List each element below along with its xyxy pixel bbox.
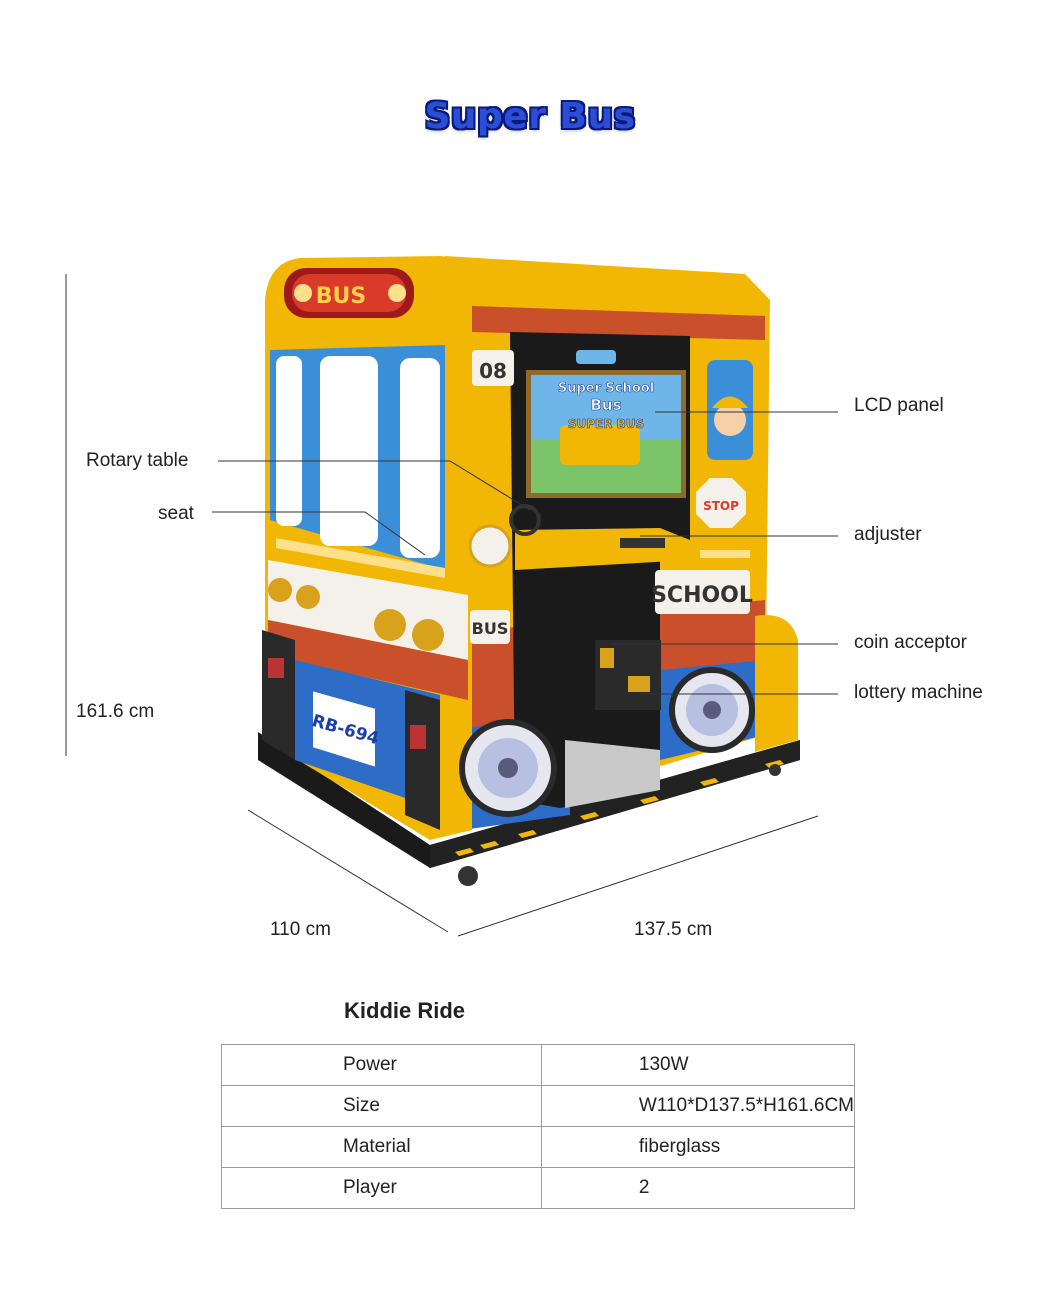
callout-lcd-panel: LCD panel bbox=[854, 395, 944, 416]
dimension-height: 161.6 cm bbox=[76, 701, 155, 722]
dimension-lines bbox=[65, 274, 819, 937]
table-row: Power 130W bbox=[221, 1044, 856, 1086]
table-row: Player 2 bbox=[221, 1167, 856, 1209]
callout-seat: seat bbox=[158, 503, 194, 524]
leader-lines bbox=[212, 411, 838, 695]
spec-key: Player bbox=[221, 1167, 542, 1209]
side-bus-label: BUS bbox=[472, 619, 509, 638]
screen-title-1: Super School bbox=[558, 381, 654, 396]
spec-value: fiberglass bbox=[541, 1126, 856, 1168]
callout-coin-acceptor: coin acceptor bbox=[854, 632, 968, 653]
spec-table: Power 130W Size W110*D137.5*H161.6CM Mat… bbox=[221, 1044, 856, 1209]
roof-sign-text: BUS bbox=[316, 284, 366, 309]
callout-adjuster: adjuster bbox=[854, 524, 922, 545]
dimension-depth: 137.5 cm bbox=[634, 919, 713, 940]
callout-rotary-table: Rotary table bbox=[86, 450, 189, 471]
bus-number-text: 08 bbox=[479, 359, 507, 383]
spec-value: 130W bbox=[541, 1044, 856, 1086]
screen-title-3: SUPER BUS bbox=[568, 417, 644, 431]
dimension-width: 110 cm bbox=[270, 919, 331, 940]
spec-key: Material bbox=[221, 1126, 542, 1168]
callout-lottery-machine: lottery machine bbox=[854, 682, 983, 703]
base-platform bbox=[258, 732, 800, 886]
stop-sign-text: STOP bbox=[703, 499, 739, 513]
table-row: Size W110*D137.5*H161.6CM bbox=[221, 1085, 856, 1127]
super-bus-machine-illustration: Super School Bus SUPER BUS BUS RB-694 08 bbox=[65, 256, 838, 937]
headlights bbox=[268, 578, 444, 651]
spec-key: Size bbox=[221, 1085, 542, 1127]
spec-section-title: Kiddie Ride bbox=[344, 998, 466, 1023]
screen-title-2: Bus bbox=[590, 396, 621, 414]
spec-value: W110*D137.5*H161.6CM bbox=[541, 1085, 856, 1127]
spec-value: 2 bbox=[541, 1167, 856, 1209]
table-row: Material fiberglass bbox=[221, 1126, 856, 1168]
front-wheel bbox=[459, 719, 557, 817]
spec-key: Power bbox=[221, 1044, 542, 1086]
school-sign-text: SCHOOL bbox=[651, 583, 753, 608]
page-title: Super Bus bbox=[424, 96, 636, 137]
rear-wheel bbox=[669, 667, 755, 753]
